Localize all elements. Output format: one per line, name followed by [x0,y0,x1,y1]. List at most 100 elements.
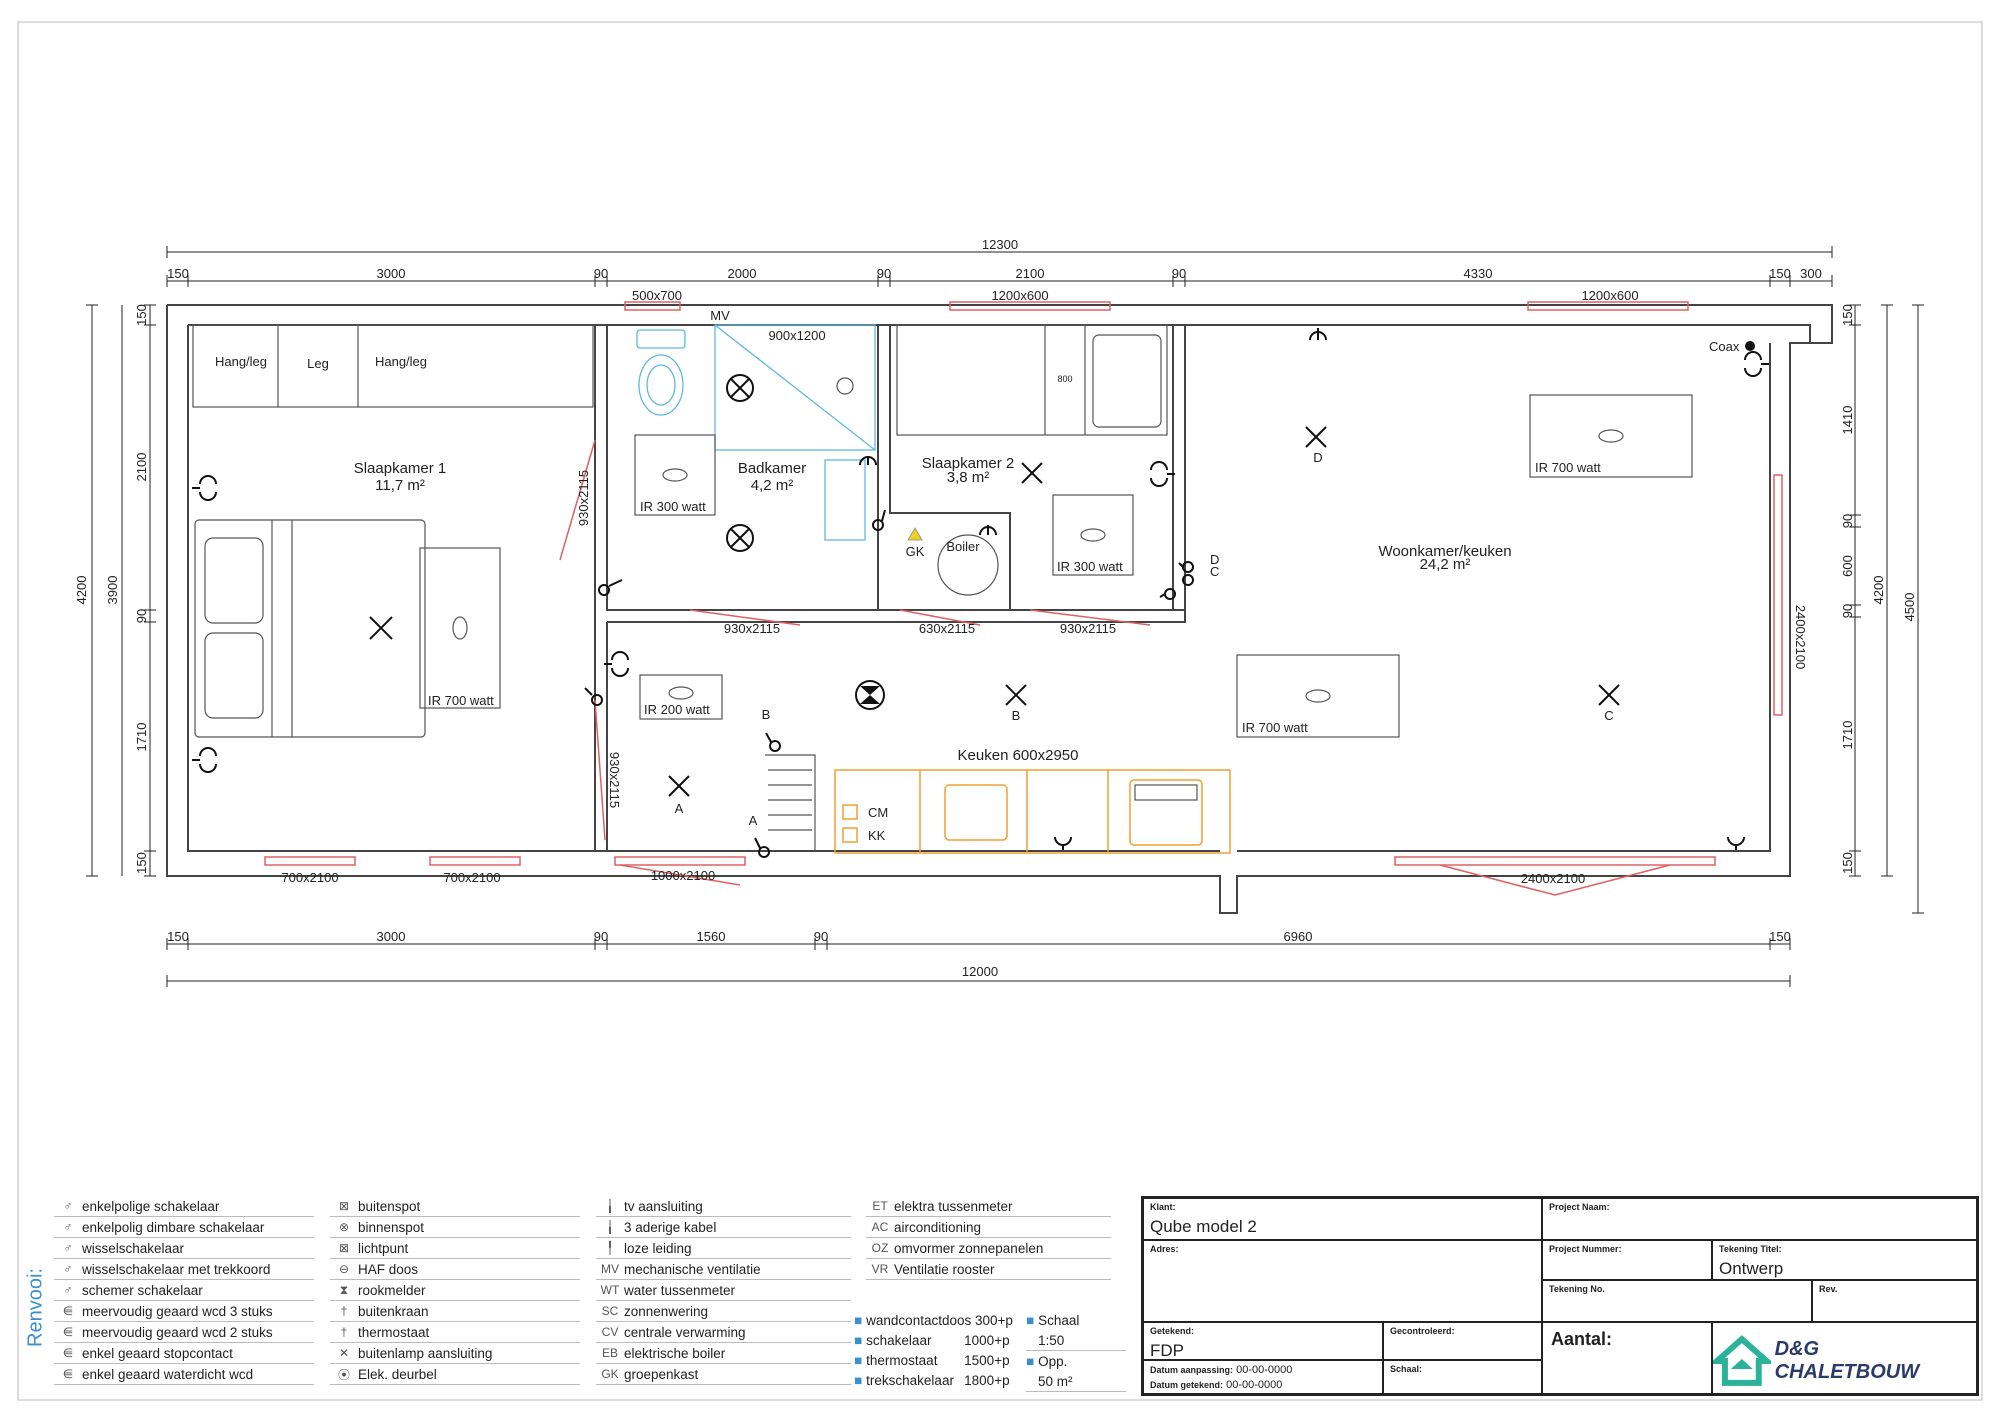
dim-bottom-1: 3000 [377,929,406,944]
socket-icon: ⋹ [62,1346,74,1360]
label-cm: CM [868,805,888,820]
label-w6: 1000x2100 [651,868,715,883]
tb-logo: D&G CHALETBOUW [1712,1322,1977,1394]
legend-item: ⋹meervoudig geaard wcd 3 stuks [54,1301,314,1322]
label-d3: 630x2115 [919,621,975,636]
dim-top-4: 90 [877,266,891,281]
house-logo-icon [1713,1335,1771,1386]
pull-switch-icon: ♂ [63,1262,73,1276]
dim-bottom-2: 90 [594,929,608,944]
heater-panel-2 [634,434,716,516]
room-1-area: 11,7 m² [375,477,425,494]
label-w8: 2400x2100 [1793,605,1808,669]
label-mv: MV [710,308,730,323]
scale-block: ■Schaal 1:50 ■Opp. 50 m² [1026,1310,1126,1392]
bottom-dimensions: 150 3000 90 1560 90 6960 150 12000 [166,929,1791,987]
room-3-area: 3,8 m² [947,469,990,486]
label-kitchen: Keuken 600x2950 [958,747,1079,764]
right-dimensions: 150 1410 90 600 90 1710 150 4200 4500 [1840,304,1924,914]
legend-col-2: ⊠buitenspot ⊗binnenspot ⊠lichtpunt ⊖HAF … [330,1196,580,1385]
sockets [192,328,1769,850]
label-coax: Coax [1709,339,1740,354]
label-ir300-1: IR 300 watt [640,499,706,514]
dim-left-inner-0: 150 [134,304,149,326]
wardrobe [192,324,594,408]
client-name: Qube model 2 [1150,1217,1257,1236]
sink [824,459,866,541]
label-w7: 2400x2100 [1521,871,1585,886]
heater-panel-3 [1052,494,1134,576]
label-ir700-2: IR 700 watt [1535,460,1601,475]
dim-top-2: 90 [594,266,608,281]
tb-getekend: Getekend: FDP [1143,1322,1383,1360]
tb-aantal: Aantal: [1542,1322,1712,1394]
label-c-light: C [1604,708,1613,723]
label-hang2: Hang/leg [375,354,427,369]
top-dimensions: 12300 150 3000 90 2000 90 2100 90 4330 1… [166,237,1833,287]
dim-right-outer: 4500 [1902,593,1917,622]
tv-outlet-icon: ╽ [606,1199,614,1213]
dim-top-8: 150 [1769,266,1791,281]
height-row: ■wandcontactdoos 300+p [854,1312,1013,1328]
label-ir300-2: IR 300 watt [1057,559,1123,574]
label-d-light: D [1313,450,1322,465]
outdoor-tap-icon: † [340,1304,348,1318]
heater-knob-1 [452,616,468,640]
tb-rev: Rev. [1812,1280,1977,1322]
room-4-name: Woonkamer/keuken [1378,543,1511,560]
dim-top-5: 2100 [1016,266,1045,281]
dim-right-inner-2: 90 [1840,514,1855,528]
label-c-switch: C [1210,564,1219,579]
label-bed2: 800 [1057,374,1072,384]
kitchen-unit [834,769,1231,854]
thermostat-icon: † [340,1325,348,1339]
label-w3: 1200x600 [1581,288,1638,303]
switches [584,509,1194,858]
shower-head-icon [836,377,854,395]
legend-item: ⊠lichtpunt [330,1238,580,1259]
stairs [765,754,816,850]
tb-adres: Adres: [1143,1240,1542,1322]
legend-item: †buitenkraan [330,1301,580,1322]
dim-left-mid: 3900 [105,576,120,605]
legend-item: ♂schemer schakelaar [54,1280,314,1301]
tb-tekening-no: Tekening No. [1542,1280,1812,1322]
legend-item: ♂wisselschakelaar met trekkoord [54,1259,314,1280]
cable-icon: ╽ [606,1220,614,1234]
dim-right-inner-1: 1410 [1840,406,1855,435]
label-hang1: Hang/leg [215,354,267,369]
label-d5: 930x2115 [607,752,622,808]
light-points [369,426,1620,797]
tb-project-naam: Project Naam: [1542,1198,1977,1240]
label-ir200: IR 200 watt [644,702,710,717]
sheet-border [17,21,1983,1401]
warning-icon [907,527,923,541]
dim-right-inner-4: 90 [1840,604,1855,618]
label-w5: 700x2100 [443,870,500,885]
legend-col-1: ♂enkelpolige schakelaar ♂enkelpolig dimb… [54,1196,314,1385]
legend-item: ╽tv aansluiting [596,1196,851,1217]
label-kk: KK [868,828,886,843]
bathroom-spots [726,374,754,552]
outdoor-lamp-icon: ✕ [338,1346,350,1360]
label-ir700-1: IR 700 watt [428,693,494,708]
label-a-switch: A [749,813,758,828]
socket-3-icon: ⋹ [62,1304,74,1318]
legend-item: †thermostaat [330,1322,580,1343]
dim-bottom-3: 1560 [697,929,726,944]
legend-item: ♂enkelpolig dimbare schakelaar [54,1217,314,1238]
shower [714,324,876,451]
legend-item: ♂wisselschakelaar [54,1238,314,1259]
conduit-icon: ╿ [606,1241,614,1255]
socket-2-icon: ⋹ [62,1325,74,1339]
label-b-light: B [1012,708,1021,723]
dim-left-inner-1: 2100 [134,453,149,482]
smoke-detector-icon [855,680,885,710]
smoke-detector-icon: ⧗ [339,1282,349,1297]
label-d1: 930x2115 [576,470,591,526]
